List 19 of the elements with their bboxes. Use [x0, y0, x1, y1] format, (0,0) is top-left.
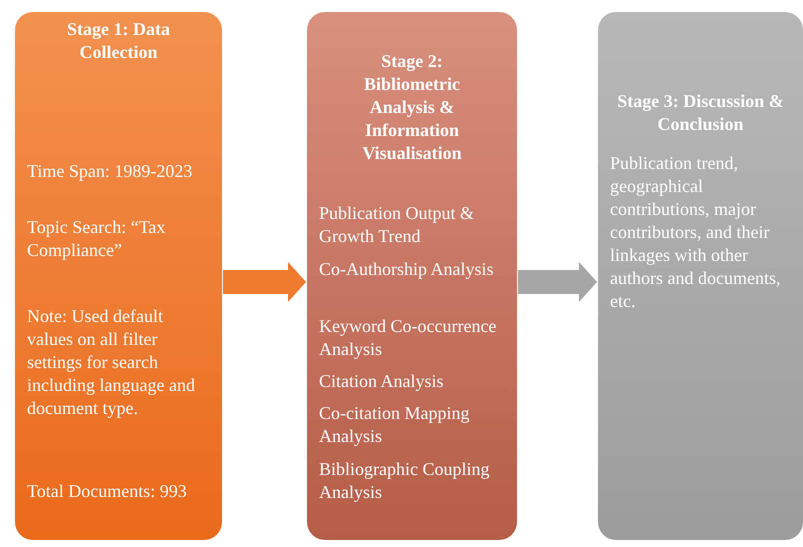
stage-heading: Stage 2: Bibliometric Analysis & Information Visualisation [361, 50, 463, 165]
block-arrow [223, 262, 306, 302]
stage-text: Note: Used default values on all filter settings for search including language and document type. [27, 305, 196, 420]
stage-text: Co-citation Mapping Analysis [319, 402, 470, 448]
block-arrow [518, 262, 597, 302]
stage-text: Keyword Co-occurrence Analysis [319, 315, 498, 361]
stage-box [307, 12, 517, 540]
stage-text: Time Span: 1989-2023 [27, 160, 194, 183]
stage-box [598, 12, 803, 540]
stage-text: Bibliographic Coupling Analysis [319, 458, 490, 504]
stage-heading: Stage 1: Data Collection [66, 18, 171, 64]
stage-heading: Stage 3: Discussion & Conclusion [616, 90, 785, 136]
stage-text: Co-Authorship Analysis [319, 258, 495, 281]
stage-text: Total Documents: 993 [27, 480, 188, 503]
stage-text: Publication trend, geographical contributions, major contributors, and their linkages with other authors and documents, etc. [610, 152, 782, 313]
stage-text: Citation Analysis [319, 370, 445, 393]
stage-text: Publication Output & Growth Trend [319, 202, 475, 248]
stage-box [15, 12, 222, 540]
stage-text: Topic Search: “Tax Compliance” [27, 216, 166, 262]
